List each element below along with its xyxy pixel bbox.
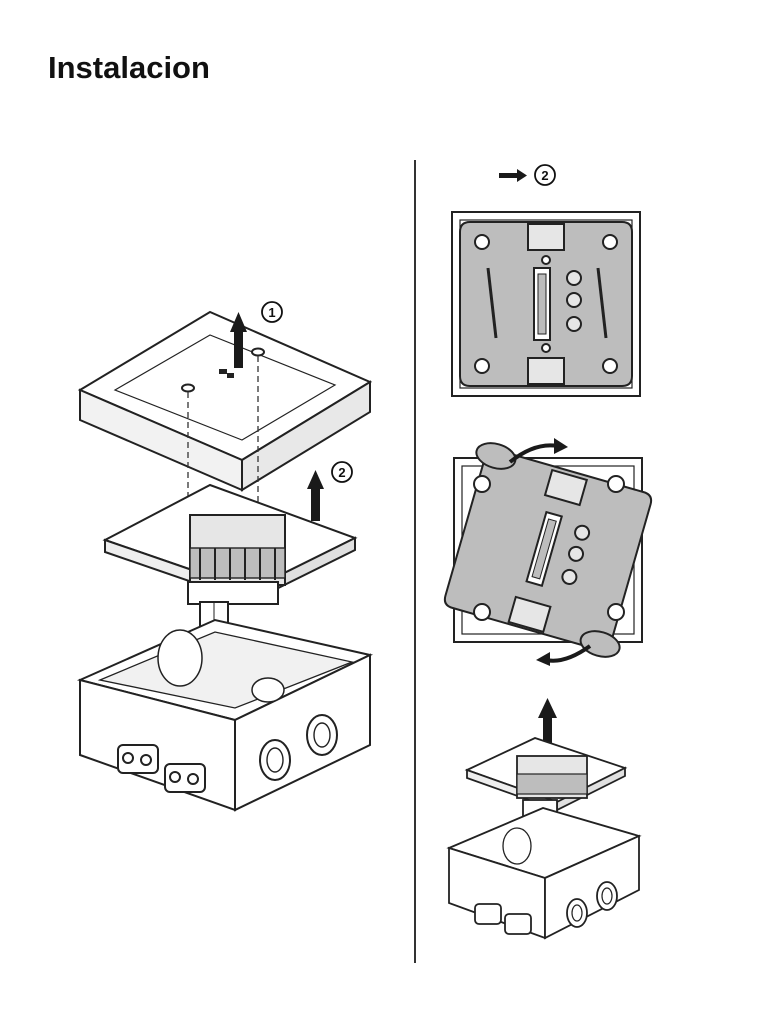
base-lift-small-view bbox=[446, 698, 642, 940]
base-top-view-aligned bbox=[451, 211, 641, 397]
base-top-view-rotated bbox=[443, 438, 653, 666]
step-badge-right bbox=[534, 164, 556, 186]
rotation-step-label: 2 bbox=[499, 164, 556, 186]
exploded-installation-figure: 1 2 bbox=[76, 301, 374, 812]
right-arrow-icon bbox=[499, 169, 527, 182]
column-divider bbox=[414, 160, 416, 963]
up-arrow-2 bbox=[307, 470, 324, 521]
junction-box bbox=[76, 618, 374, 812]
step-badge-1: 1 bbox=[261, 301, 283, 323]
step-badge-2: 2 bbox=[331, 461, 353, 483]
step-number-right: 2 bbox=[541, 168, 548, 183]
rotate-arrow-bottom-icon bbox=[536, 644, 592, 666]
step-number-1: 1 bbox=[268, 305, 275, 320]
step-number-2: 2 bbox=[338, 465, 345, 480]
detector-cover bbox=[77, 310, 373, 492]
rotate-arrow-top-icon bbox=[508, 438, 568, 464]
detector-base-plate bbox=[102, 483, 358, 605]
page-title: Instalacion bbox=[48, 50, 210, 85]
up-arrow-1 bbox=[230, 312, 247, 368]
up-arrow-small bbox=[538, 698, 557, 756]
